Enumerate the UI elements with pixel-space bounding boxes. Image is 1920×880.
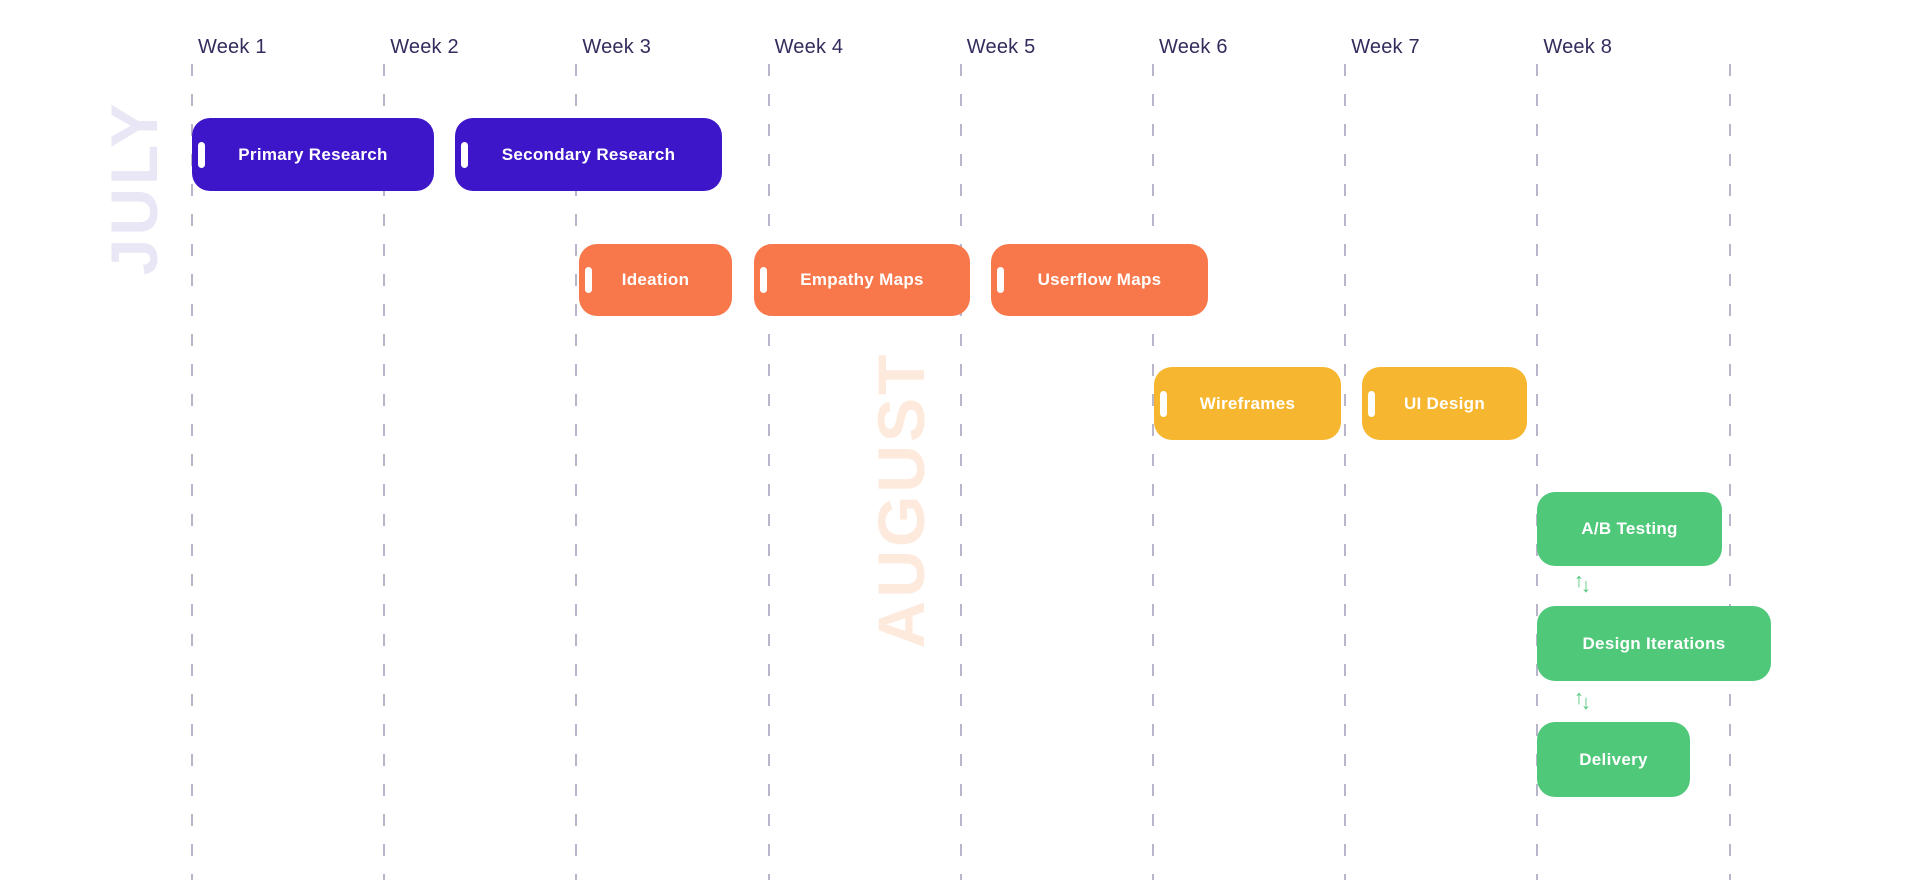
drag-handle-icon[interactable]: [997, 267, 1004, 293]
task-label: Primary Research: [238, 144, 388, 164]
drag-handle-icon[interactable]: [1368, 390, 1375, 417]
week-label-3: Week 3: [582, 36, 652, 58]
month-watermark-july: JULY: [97, 100, 171, 276]
swap-arrows-icon[interactable]: ↑↓: [1574, 687, 1591, 714]
week-label-2: Week 2: [390, 36, 459, 58]
task-label: UI Design: [1403, 393, 1486, 413]
week-label-7: Week 7: [1351, 36, 1420, 58]
task-bar-ideation[interactable]: Ideation: [579, 244, 732, 316]
arrow-down-icon: ↓: [1581, 575, 1591, 597]
task-label: Wireframes: [1199, 393, 1296, 413]
task-bar-wireframes[interactable]: Wireframes: [1154, 367, 1341, 440]
week-label-8: Week 8: [1543, 36, 1613, 58]
month-watermark-august: AUGUST: [864, 351, 938, 649]
task-label: Ideation: [621, 270, 690, 289]
task-bar-primary-research[interactable]: Primary Research: [192, 118, 434, 191]
task-bar-design-iterations[interactable]: Design Iterations: [1537, 606, 1771, 681]
week-gridline-4: [767, 64, 770, 880]
task-bar-delivery[interactable]: Delivery: [1537, 722, 1690, 797]
week-gridline-9: [1728, 64, 1731, 880]
task-bar-ui-design[interactable]: UI Design: [1362, 367, 1527, 440]
drag-handle-icon[interactable]: [760, 267, 767, 293]
task-bar-secondary-research[interactable]: Secondary Research: [455, 118, 722, 191]
week-gridline-5: [959, 64, 962, 880]
week-gridline-3: [575, 64, 578, 880]
swap-arrows-icon[interactable]: ↑↓: [1574, 570, 1591, 597]
week-gridline-7: [1344, 64, 1347, 880]
drag-handle-icon[interactable]: [198, 141, 205, 168]
week-gridline-8: [1536, 64, 1539, 880]
arrow-down-icon: ↓: [1581, 692, 1591, 714]
drag-handle-icon[interactable]: [1160, 390, 1167, 417]
task-label: Delivery: [1579, 749, 1648, 769]
week-gridline-2: [383, 64, 386, 880]
week-label-5: Week 5: [966, 36, 1036, 58]
arrow-up-icon: ↑: [1574, 687, 1584, 709]
task-bar-userflow-maps[interactable]: Userflow Maps: [991, 244, 1208, 316]
week-label-1: Week 1: [198, 36, 267, 58]
task-label: Userflow Maps: [1037, 270, 1162, 289]
task-label: A/B Testing: [1581, 519, 1678, 538]
drag-handle-icon[interactable]: [461, 141, 468, 168]
task-label: Design Iterations: [1582, 633, 1726, 653]
task-label: Secondary Research: [501, 144, 676, 164]
week-label-6: Week 6: [1159, 36, 1228, 58]
arrow-up-icon: ↑: [1574, 570, 1584, 592]
task-bar-empathy-maps[interactable]: Empathy Maps: [754, 244, 970, 316]
drag-handle-icon[interactable]: [585, 267, 592, 293]
week-label-4: Week 4: [774, 36, 844, 58]
week-gridline-6: [1152, 64, 1154, 880]
week-gridline-1: [191, 64, 193, 880]
task-label: Empathy Maps: [800, 270, 924, 289]
task-bar-a-b-testing[interactable]: A/B Testing: [1537, 492, 1722, 566]
